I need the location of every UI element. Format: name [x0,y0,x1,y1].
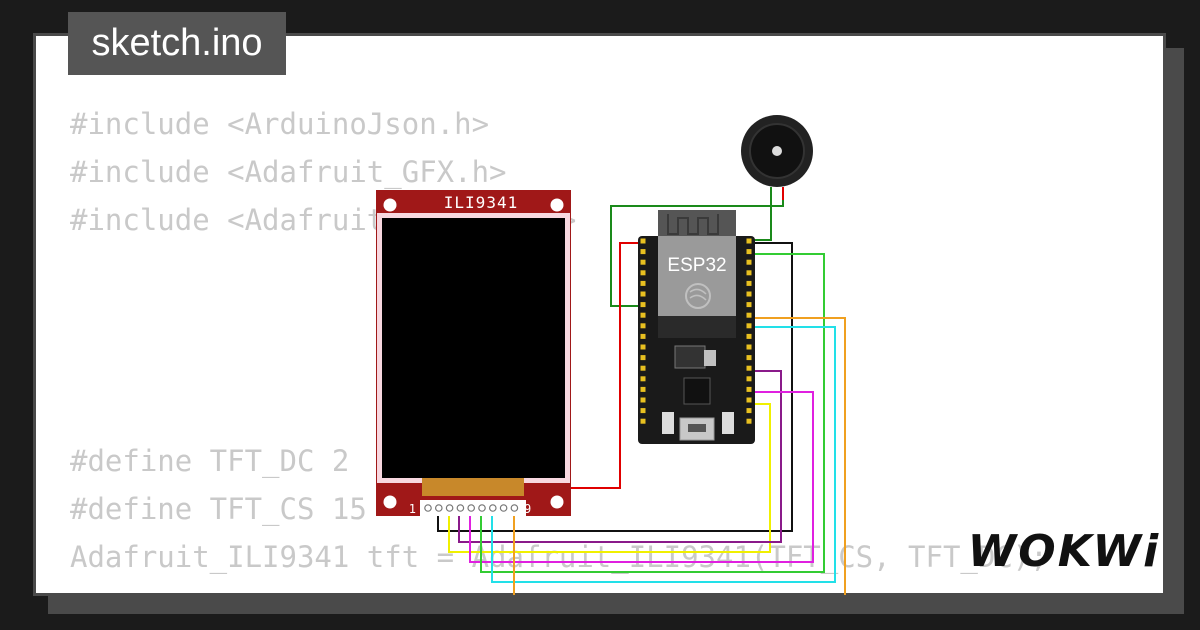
esp32-pin [746,291,752,297]
voltage-regulator [674,345,706,369]
esp32-pin [746,312,752,318]
wire-miso [752,317,846,595]
display-pin [424,504,432,512]
wokwi-logo: WOKWi [968,526,1160,577]
esp32-pin [746,344,752,350]
esp32-pin [640,291,646,297]
esp32-board[interactable]: ESP32 [638,210,755,444]
display-pins [424,504,519,512]
code-line-include-gfx: #include <Adafruit_GFX.h> [70,155,507,189]
esp32-pin [640,344,646,350]
display-screen [382,218,565,478]
esp32-pin [640,238,646,244]
esp32-pin [640,418,646,424]
code-line-tft-constructor: Adafruit_ILI9341 tft = Adafruit_ILI9341(… [70,540,1048,574]
esp32-pin [746,238,752,244]
esp32-pin [746,355,752,361]
esp32-pin [746,270,752,276]
wire-gnd [437,242,793,532]
esp32-pin [640,323,646,329]
mount-hole-top-right [550,198,564,212]
esp32-pin [746,418,752,424]
wire-buzzer-gnd [752,200,772,241]
esp32-pin [746,365,752,371]
antenna-trace [667,214,719,235]
esp32-pin [640,386,646,392]
esp32-pin [640,355,646,361]
display-pin [478,504,486,512]
wire-cs [448,403,771,553]
esp32-pin [746,386,752,392]
wire-mosi [480,253,825,573]
en-button[interactable] [722,412,734,434]
esp32-module-base [658,316,736,338]
display-pin [499,504,508,512]
ili9341-display[interactable]: ILI9341 1 9 [376,190,571,516]
espressif-logo-swirl [689,288,707,301]
esp32-pin [640,408,646,414]
esp32-pin [640,280,646,286]
esp32-pin [746,408,752,414]
display-flex-cable [422,478,524,496]
sketch-title: sketch.ino [68,12,286,75]
mount-hole-bottom-left [383,495,397,509]
esp32-pin [640,312,646,318]
buzzer-center [772,146,782,156]
esp32-pin [746,323,752,329]
wire-dc [469,391,814,563]
display-pin [434,504,443,512]
display-pin-last-label: 9 [524,502,531,516]
code-line-define-dc: #define TFT_DC 2 [70,444,350,478]
esp32-pin [640,302,646,308]
display-pin-first-label: 1 [409,502,416,516]
code-line-define-cs: #define TFT_CS 15 [70,492,367,526]
esp32-pin [640,376,646,382]
esp32-pin [746,249,752,255]
mount-hole-top-left [383,198,397,212]
display-pin [488,504,497,512]
esp32-module-shield [658,236,736,316]
esp32-pin [640,397,646,403]
wire-reset [458,370,782,543]
espressif-logo-icon [685,283,711,309]
esp32-label: ESP32 [667,255,726,276]
esp32-pin [746,280,752,286]
esp32-pins [640,238,752,424]
display-pin [445,504,454,512]
display-label: ILI9341 [444,193,518,212]
mount-hole-bottom-right [550,495,564,509]
regulator-tab [704,350,716,366]
wires [427,200,846,595]
esp32-pin [746,302,752,308]
esp32-pin [640,333,646,339]
display-pin [456,504,465,512]
esp32-pin [746,376,752,382]
wire-sck [491,326,836,583]
esp32-pin [640,365,646,371]
esp32-pin [640,270,646,276]
code-line-include-json: #include <ArduinoJson.h> [70,107,490,141]
buzzer[interactable] [741,115,813,200]
esp32-pin [746,259,752,265]
display-pin [467,504,476,512]
esp32-pin [640,249,646,255]
boot-button[interactable] [662,412,674,434]
code-card: #include <ArduinoJson.h> #include <Adafr… [33,33,1166,596]
esp32-pin [746,397,752,403]
usb-uart-chip [683,377,711,405]
display-pin [510,504,519,512]
micro-usb-opening [688,424,706,432]
esp32-pin [746,333,752,339]
esp32-pin [640,259,646,265]
